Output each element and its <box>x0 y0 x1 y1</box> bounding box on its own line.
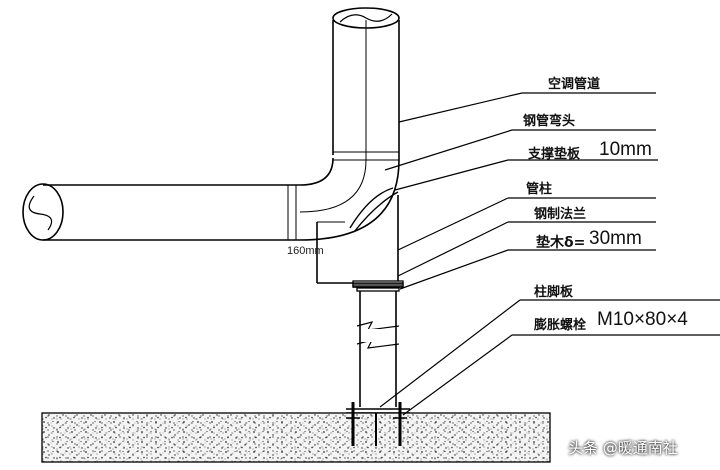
label-support-pad: 支撑垫板 <box>528 147 581 162</box>
label-anchor-bolt: 膨胀螺栓 <box>534 318 587 333</box>
elbow-pipe <box>299 157 400 241</box>
label-wood-pad-size: 30mm <box>589 228 642 249</box>
horizontal-duct <box>22 183 300 241</box>
leader-lines <box>379 92 720 416</box>
column-pipe <box>356 291 400 407</box>
label-flange: 钢制法兰 <box>534 207 587 222</box>
label-duct: 空调管道 <box>548 77 601 92</box>
flange <box>352 280 404 292</box>
column-break-gap <box>361 329 395 342</box>
concrete-slab <box>41 412 551 463</box>
label-elbow: 钢管弯头 <box>523 114 576 129</box>
label-dimension: 160mm <box>287 245 324 257</box>
label-anchor-bolt-spec: M10×80×4 <box>597 309 688 330</box>
watermark: 头条 @暖通南社 <box>568 439 678 457</box>
label-wood-pad: 垫木δ= <box>536 235 586 251</box>
vertical-duct <box>332 7 400 161</box>
label-base-plate: 柱脚板 <box>534 285 574 300</box>
label-support-pad-size: 10mm <box>599 139 652 160</box>
label-column: 管柱 <box>526 182 553 197</box>
anchor-bolts <box>346 402 407 446</box>
support-pad <box>349 187 399 233</box>
